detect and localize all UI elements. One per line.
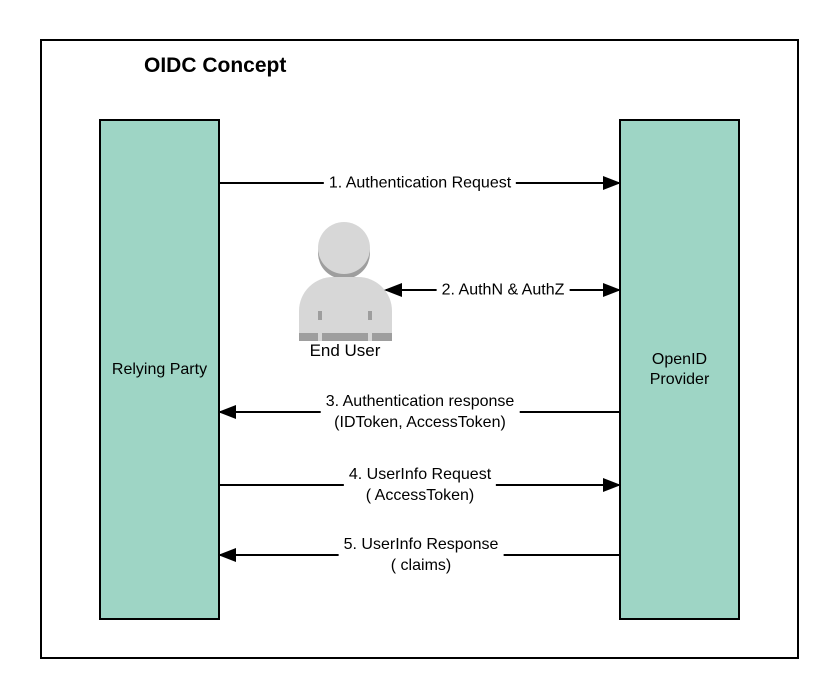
arrow-4-label-line2: ( AccessToken) [365, 487, 475, 504]
arrow-5-label-line2: ( claims) [390, 557, 452, 574]
end-user-body-gap-right [368, 320, 372, 341]
openid-provider-label-line2: Provider [649, 370, 710, 388]
relying-party-label: Relying Party [111, 360, 208, 378]
diagram-title: OIDC Concept [144, 54, 287, 77]
openid-provider-box: OpenID Provider [619, 119, 740, 620]
arrow-authn-authz-label: 2. AuthN & AuthZ [436, 279, 570, 301]
relying-party-box: Relying Party [99, 119, 220, 620]
arrow-3-label-line1: 3. Authentication response [325, 393, 515, 410]
arrow-authentication-response-label: 3. Authentication response (IDToken, Acc… [320, 391, 520, 433]
end-user-body [299, 277, 392, 341]
arrow-5-label-line1: 5. UserInfo Response [343, 536, 499, 553]
arrow-1-label-line1: 1. Authentication Request [328, 174, 512, 192]
arrow-userinfo-request-label: 4. UserInfo Request ( AccessToken) [343, 464, 497, 506]
arrow-2-label-line1: 2. AuthN & AuthZ [441, 281, 565, 299]
outer-frame [40, 39, 799, 659]
end-user-body-tick-right [368, 311, 372, 320]
end-user-body-gap-left [318, 320, 322, 341]
end-user-body-tick-left [318, 311, 322, 320]
openid-provider-label: OpenID Provider [650, 350, 710, 390]
end-user-body-strip [299, 333, 392, 341]
openid-provider-label-line1: OpenID [651, 350, 708, 368]
arrow-userinfo-response-label: 5. UserInfo Response ( claims) [338, 534, 504, 576]
arrow-3-label-line2: (IDToken, AccessToken) [334, 414, 506, 431]
arrow-4-label-line1: 4. UserInfo Request [348, 466, 492, 483]
end-user-label: End User [309, 341, 381, 360]
arrow-authentication-request-label: 1. Authentication Request [323, 172, 517, 194]
end-user-head [318, 222, 370, 274]
